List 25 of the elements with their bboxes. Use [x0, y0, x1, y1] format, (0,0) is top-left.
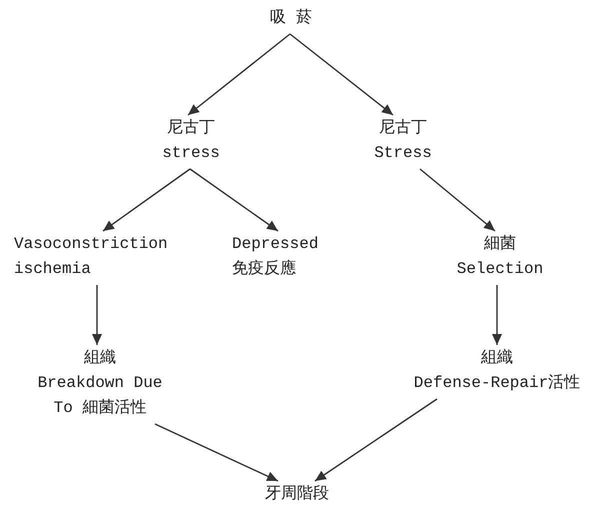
term-label: 尼古丁 — [378, 118, 428, 139]
term-label: 免疫反應 — [232, 258, 297, 280]
term-label: 組織 — [83, 348, 117, 369]
term-label: Defense-Repair活性 — [414, 373, 580, 394]
term-label: Vasoconstriction — [14, 234, 168, 255]
term-label: 吸 菸 — [270, 8, 312, 29]
arrow — [188, 33, 290, 116]
arrow — [102, 168, 190, 232]
arrow — [420, 168, 496, 232]
term-label: Selection — [456, 259, 544, 280]
arrow — [154, 423, 278, 482]
term-label: Depressed — [232, 234, 318, 255]
term-label: 細菌 — [483, 234, 517, 255]
arrow — [314, 398, 438, 482]
term-label: Breakdown Due To 細菌活性 — [36, 373, 164, 419]
term-label: 牙周階段 — [265, 484, 329, 505]
arrow — [92, 285, 102, 345]
arrow — [190, 168, 278, 232]
arrow — [290, 33, 394, 116]
term-label: 尼古丁 — [166, 118, 216, 139]
term-label: ischemia — [14, 259, 92, 280]
term-label: 組織 — [480, 348, 514, 369]
term-label: stress — [162, 143, 220, 164]
term-label: Stress — [374, 143, 432, 164]
arrow — [492, 285, 502, 345]
